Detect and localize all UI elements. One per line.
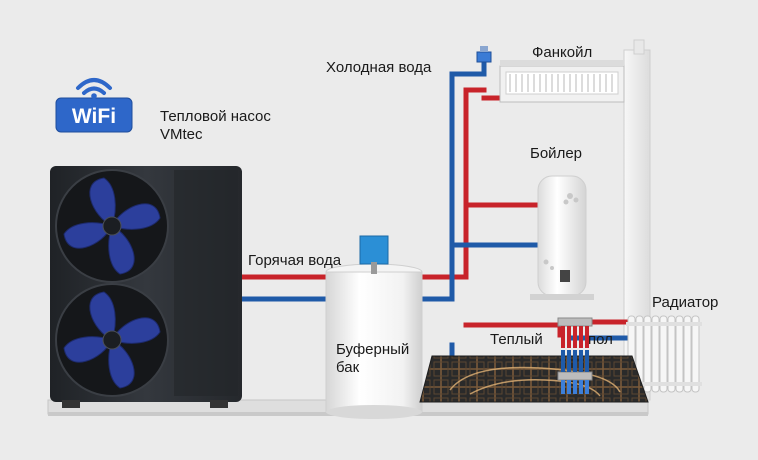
buffer-tank-label-line1: Буферный <box>336 341 410 358</box>
fan-top-icon <box>55 169 169 283</box>
fan-bottom-icon <box>55 283 169 397</box>
fan-blade <box>89 291 116 341</box>
manifold <box>557 317 593 394</box>
underfloor-label-2: пол <box>588 331 613 348</box>
cold-water-valve <box>476 46 492 63</box>
fan-blade <box>89 177 116 227</box>
buffer-tank <box>325 235 423 419</box>
fan-blade <box>63 336 113 363</box>
expansion-vessel <box>359 235 389 265</box>
heat-pump-label-line1: Тепловой насос <box>160 108 271 125</box>
heat-pump-unit <box>50 166 242 408</box>
wifi-text: WiFi <box>72 105 116 128</box>
fan-blade <box>111 203 161 230</box>
heat-pump-label: Тепловой насос VMtec <box>160 108 271 144</box>
buffer-tank-label-line2: бак <box>336 359 360 376</box>
hot-water-label: Горячая вода <box>248 252 342 269</box>
wifi-badge: WiFi <box>55 78 133 133</box>
pipe-network <box>237 59 633 383</box>
radiator-label: Радиатор <box>652 294 719 311</box>
fancoil-label: Фанкойл <box>532 44 593 61</box>
boiler <box>530 175 594 300</box>
fancoil <box>499 60 625 103</box>
boiler-label: Бойлер <box>530 145 583 162</box>
hot-riser <box>463 87 487 280</box>
underfloor-label-1: Теплый <box>490 331 543 348</box>
cold-water-label: Холодная вода <box>326 59 432 76</box>
wifi-signal-icon <box>76 78 112 95</box>
fan-blade <box>108 339 135 389</box>
heat-pump-label-line2: VMtec <box>160 126 203 143</box>
fan-blade <box>108 225 135 275</box>
fan-blade <box>63 222 113 249</box>
fan-blade <box>111 317 161 344</box>
cold-riser <box>449 71 487 302</box>
underfloor-heating <box>419 355 649 403</box>
radiator <box>626 315 702 393</box>
buffer-tank-label: Буферный бак <box>336 341 409 377</box>
